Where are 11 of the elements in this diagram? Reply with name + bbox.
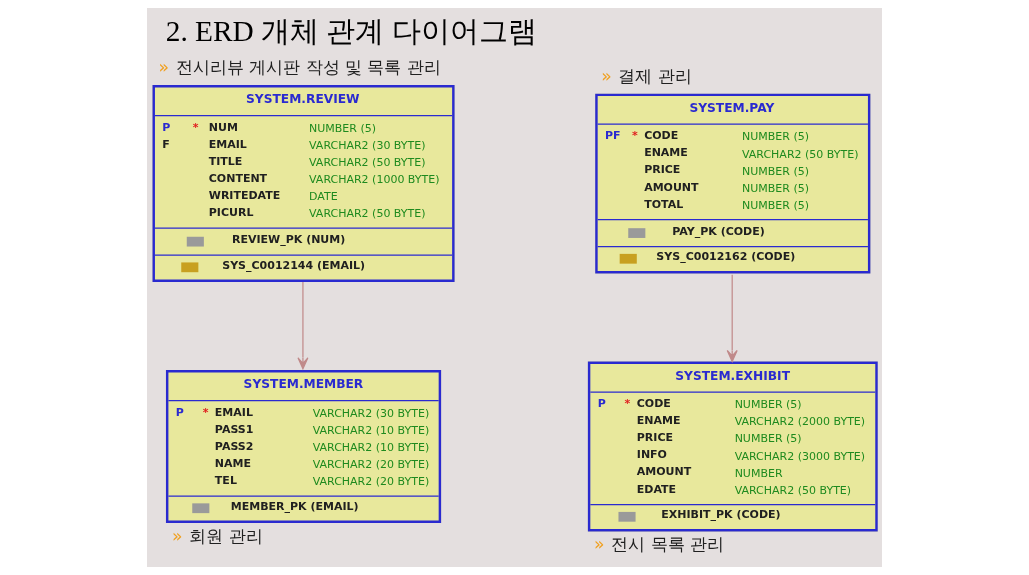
node-label: »: [601, 65, 612, 86]
node-label: 전시리뷰 게시판 작성 및 목록 관리: [175, 57, 441, 78]
diagram-title: 2. ERD 개체 관계 다이어그램: [165, 15, 537, 48]
arrow: [726, 274, 738, 363]
node-label: »: [593, 534, 605, 555]
node-label: 회원 관리: [189, 525, 263, 546]
arrow: [297, 281, 309, 370]
node-label: »: [158, 57, 170, 78]
node-label: »: [172, 525, 183, 546]
node-label: 전시 목록 관리: [611, 534, 724, 555]
node-label: 결제 관리: [618, 65, 692, 86]
